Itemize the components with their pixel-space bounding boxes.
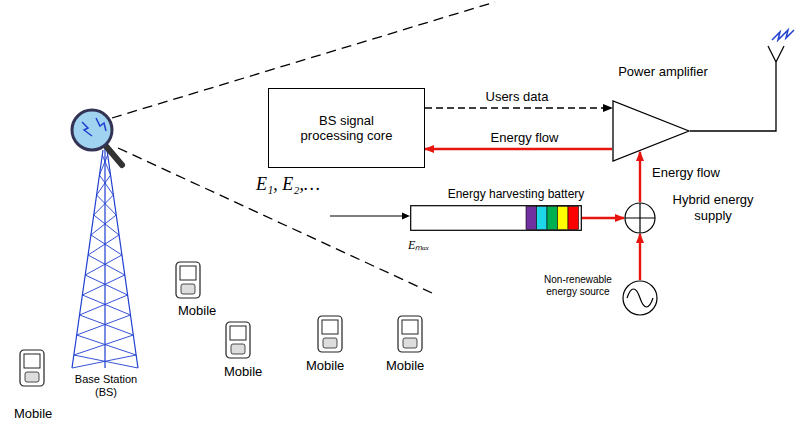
tower-strut [91,215,116,235]
energy-arrow [582,217,624,219]
magnifier [72,110,122,165]
mobile-body [176,262,200,298]
energy-source: Non-renewable energy source [540,272,662,316]
amplifier-label: Power amplifier [618,64,708,79]
tower-strut [97,175,111,195]
energy-arrow [639,152,641,202]
mobile-screen [402,320,418,334]
charge-segment [537,207,548,230]
edge-label: Energy flow [650,165,722,180]
tower-strut [97,195,117,215]
tower-strut [72,355,136,368]
harvest-arrow [330,215,404,216]
charge-segment [547,207,558,230]
math-label: E₁, E₂,… [256,174,320,195]
mobile-icon [226,322,250,358]
mobile-body [398,316,422,352]
mobile-body [318,316,342,352]
charge-segment [558,207,569,230]
triangle-outline [613,101,689,161]
tower-strut [82,275,124,295]
box-text: BS signal processing core [287,113,407,143]
mobile-icon [318,316,342,352]
mobile-screen [180,266,196,280]
device-label: Mobile [386,358,424,373]
tower-strut [99,175,113,195]
tower-strut [94,215,119,235]
mobile-keys [231,344,245,354]
sum-circle [624,202,656,234]
tower-strut [94,195,114,215]
edge-label: Users data [484,89,551,104]
device-label: Mobile [14,406,52,421]
tower-strut [85,255,122,275]
mobile-icon [20,350,44,386]
plus-sign [625,203,655,233]
tower-strut [91,235,122,255]
mobile-body [226,322,250,358]
mobile-screen [322,320,338,334]
charge-segment [526,207,537,230]
data-arrow [425,107,612,108]
antenna [690,30,794,131]
battery-body [410,205,582,231]
tower-strut [99,155,107,175]
math-label: Eₘₐₓ [408,236,429,253]
energy-arrow [639,234,641,280]
tower-strut [82,295,130,315]
mobile-icon [176,262,200,298]
battery-outline [411,206,582,231]
hybrid-supply: Hybrid energy supply [624,192,734,244]
tower-strut [88,235,119,255]
process-box: BS signal processing core [268,88,425,168]
tower-strut [74,335,133,355]
battery: Energy harvesting battery [410,187,582,233]
energy-arrow [425,148,612,150]
supply-label: Hybrid energy supply [666,192,760,225]
sine-wave [627,289,653,307]
mobile-screen [24,354,40,368]
amplifier: Power amplifier [590,64,720,164]
mobile-screen [230,326,246,340]
mobile-keys [25,372,39,382]
source-label: Non-renewable energy source [540,274,616,298]
edge-label: Energy flow [489,130,561,145]
charge-segment [568,207,579,230]
mobile-keys [403,338,417,348]
tower-strut [80,315,134,335]
tower [72,140,138,368]
device-label: Mobile [178,303,216,318]
station-label: Base Station (BS) [64,373,148,398]
mobile-body [20,350,44,386]
mobile-keys [323,338,337,348]
tower-strut [77,335,136,355]
battery-label: Energy harvesting battery [448,187,585,201]
amplifier-triangle [612,100,690,162]
arrow-head [402,213,410,220]
tower-strut [80,295,128,315]
mobile-keys [181,284,195,294]
source-circle [622,280,658,316]
device-label: Mobile [306,358,344,373]
circle-outline [623,281,657,315]
zoom-line [118,148,432,293]
device-label: Mobile [224,364,262,379]
tower-strut [85,275,127,295]
tower-strut [88,255,125,275]
mobile-icon [398,316,422,352]
tower-strut [77,315,131,335]
circle-outline [625,203,655,233]
mobiles [20,262,422,386]
